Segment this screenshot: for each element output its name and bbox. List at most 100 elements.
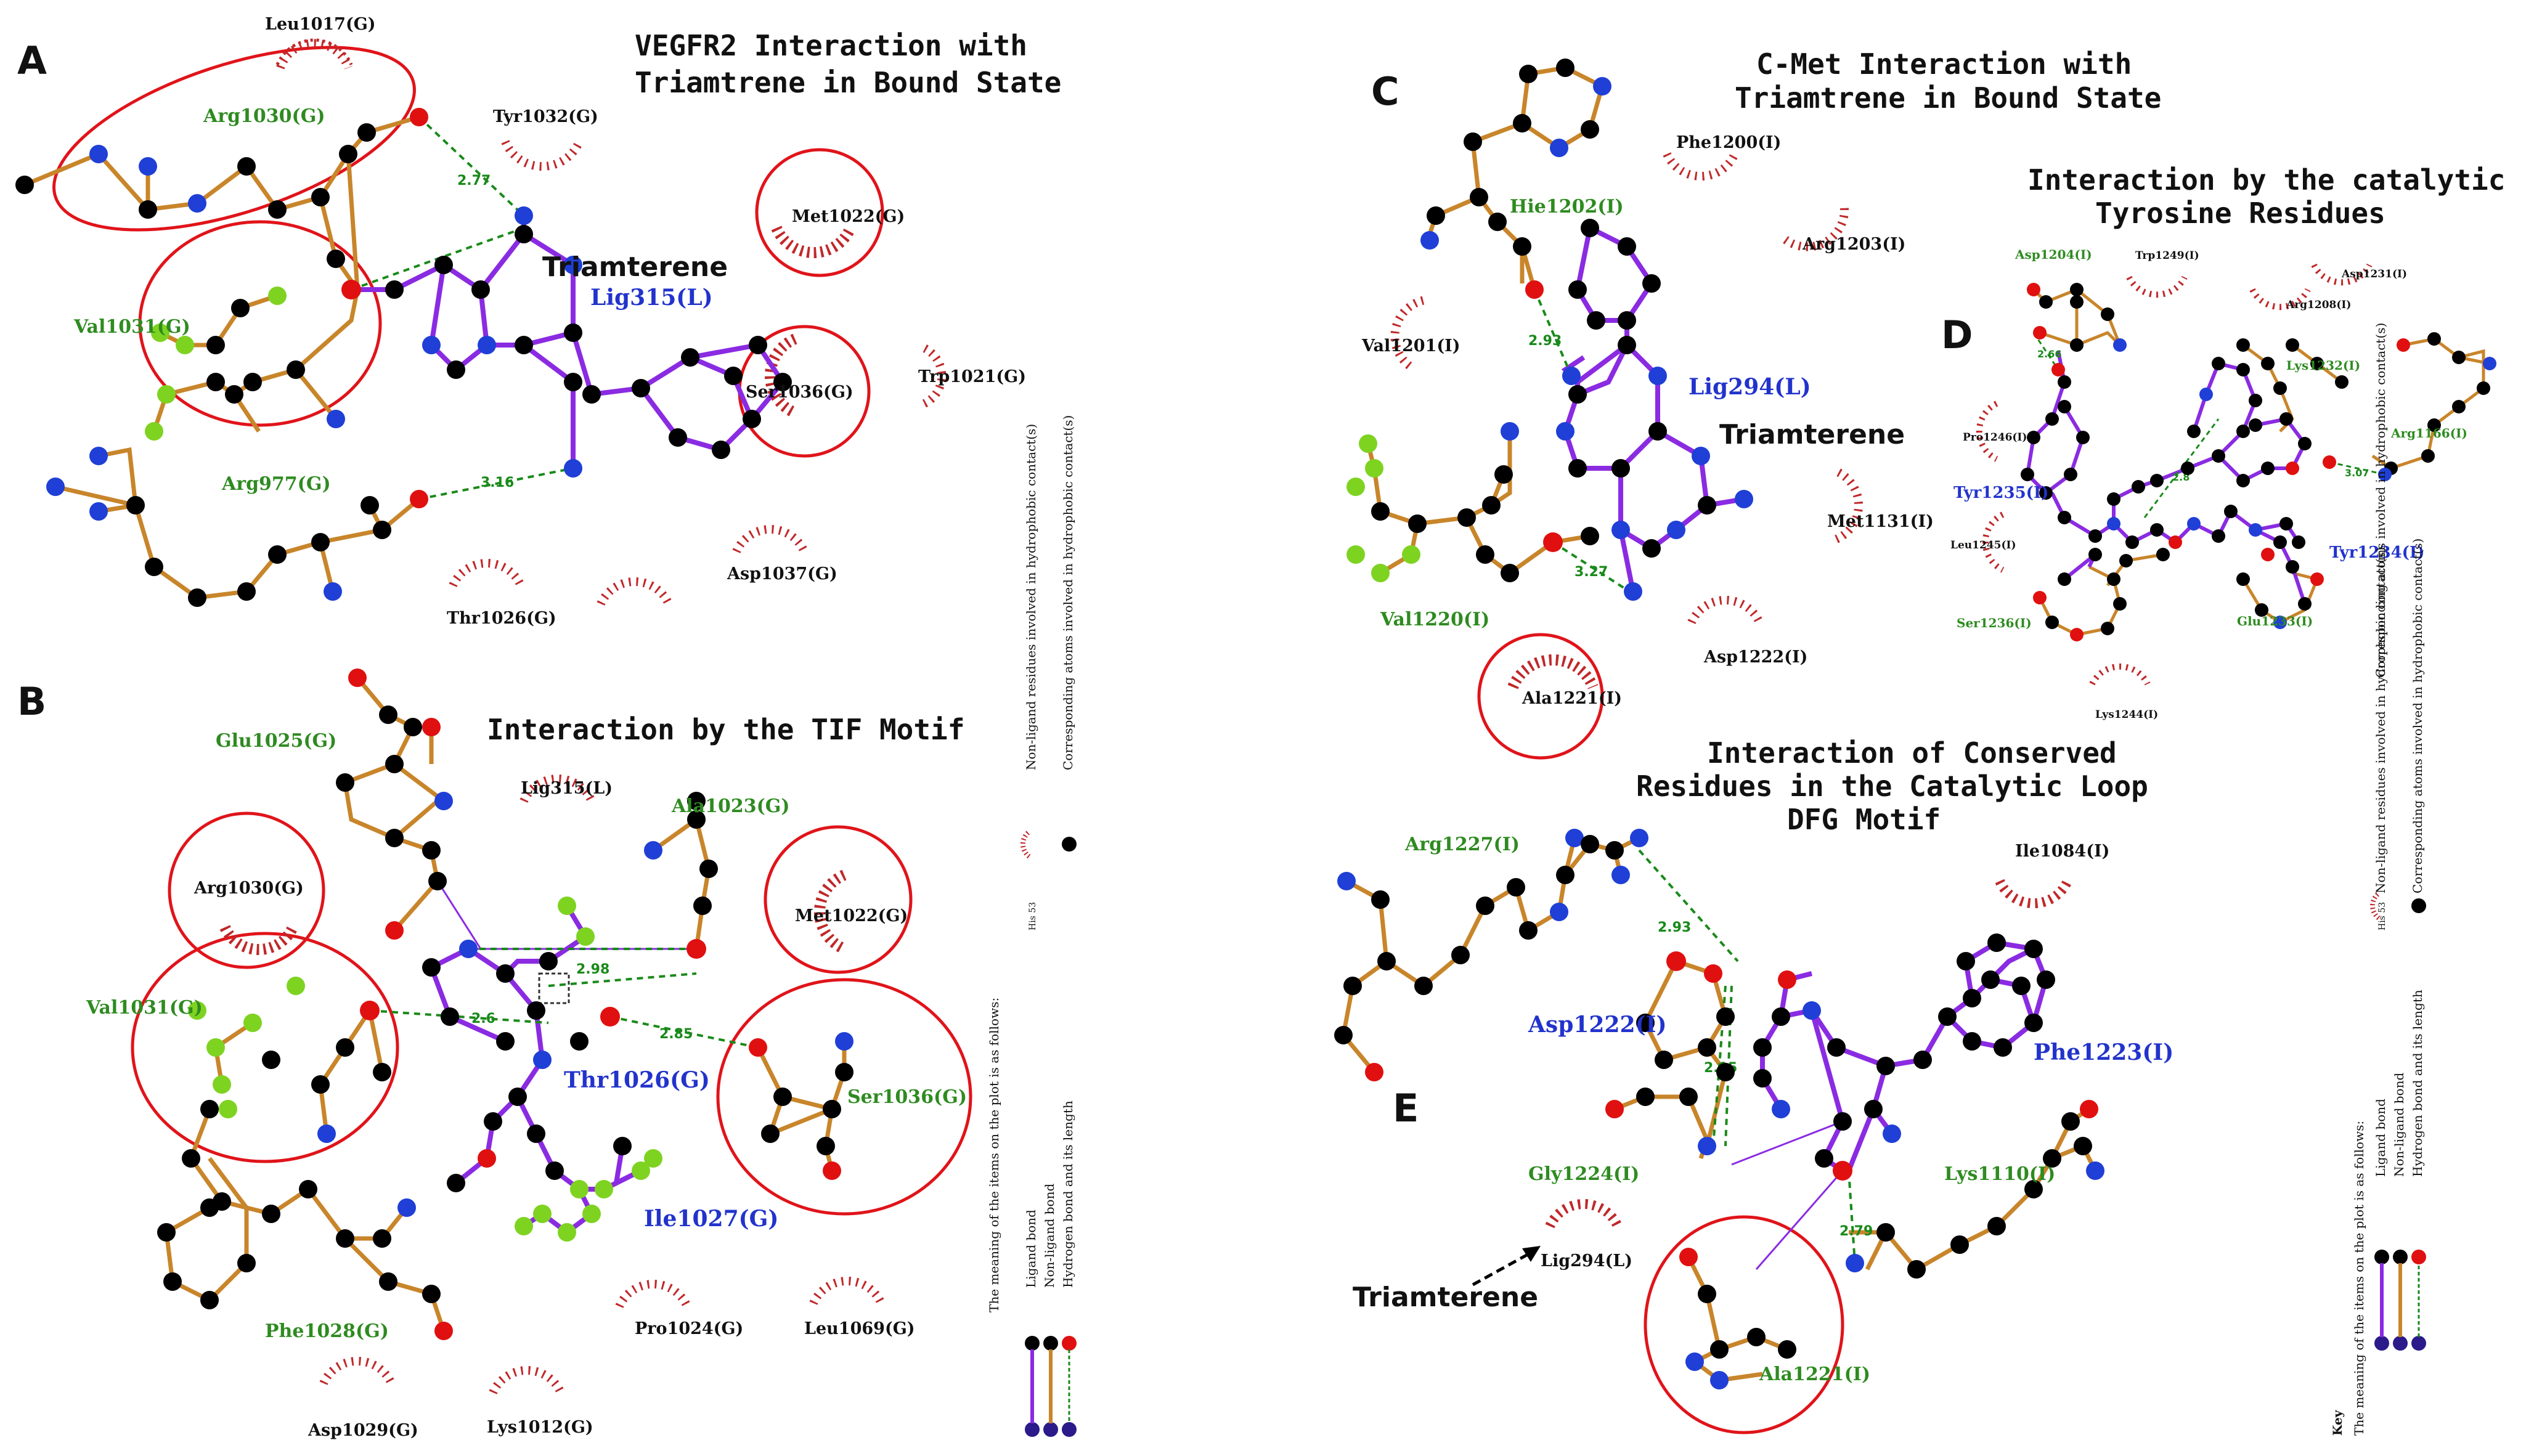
hbond-distance: 2.77 bbox=[457, 173, 491, 189]
panel-e-title-line3: DFG Motif bbox=[1787, 803, 1941, 836]
highlight-circle bbox=[1644, 1215, 1844, 1434]
overlap-box bbox=[538, 972, 570, 1004]
highlight-circle bbox=[755, 148, 884, 277]
hydrophobic-arc bbox=[1687, 595, 1764, 625]
panel-c: C C-Met Interaction with Triamtrene in B… bbox=[1346, 47, 2161, 760]
highlight-circle bbox=[716, 978, 972, 1216]
residue-label: Gly1224(I) bbox=[1528, 1163, 1639, 1185]
hbond-distance: 3.07 bbox=[2345, 467, 2369, 479]
legend-hydrophobic-residue: Non-ligand residues involved in hydropho… bbox=[1024, 424, 1038, 770]
hydrophobic-arc bbox=[732, 524, 809, 554]
residue-label: Arg1030(G) bbox=[194, 879, 304, 898]
legend-heading: The meaning of the items on the plot is … bbox=[2352, 1121, 2366, 1436]
legend-non-ligand-bond: Non-ligand bond bbox=[1042, 1184, 1057, 1288]
ligand-name: Triamterene bbox=[1719, 419, 1905, 450]
hydrophobic-arc bbox=[597, 577, 673, 606]
residue-label: Glu1233(I) bbox=[2237, 614, 2313, 628]
atoms bbox=[2021, 283, 2496, 641]
highlight-circle bbox=[764, 825, 913, 974]
residue-label: Asp1222(I) bbox=[1528, 1012, 1666, 1038]
panel-b-letter: B bbox=[17, 679, 46, 724]
legend-non-ligand-bond: Non-ligand bond bbox=[2392, 1073, 2406, 1177]
residue-label: Pro1024(G) bbox=[635, 1319, 743, 1338]
hydrophobic-arc bbox=[615, 1279, 691, 1309]
atoms bbox=[157, 669, 853, 1340]
hbond-distance: 2.93 bbox=[1528, 333, 1562, 349]
legend-hydrophobic-atoms: Corresponding atoms involved in hydropho… bbox=[2410, 539, 2425, 893]
residue-label: Ala1221(I) bbox=[1759, 1364, 1870, 1385]
residue-label: Asp1037(G) bbox=[727, 564, 837, 584]
residue-label: Arg1203(I) bbox=[1802, 235, 1905, 254]
ligand-id: Lig315(L) bbox=[590, 285, 713, 311]
panel-a-letter: A bbox=[17, 38, 47, 83]
atoms bbox=[15, 108, 792, 607]
residue-label: Leu1245(I) bbox=[1950, 539, 2016, 551]
residue-label: Val1220(I) bbox=[1380, 609, 1489, 630]
residue-label: Glu1025(G) bbox=[216, 730, 336, 752]
residue-label: Asp1231(I) bbox=[2341, 268, 2407, 280]
panel-e-title-line1: Interaction of Conserved bbox=[1707, 736, 2117, 770]
panel-c-title-line1: C-Met Interaction with bbox=[1756, 47, 2132, 81]
hydrophobic-arc bbox=[1507, 654, 1599, 689]
atoms bbox=[1334, 829, 2104, 1389]
hbond-distance: 2.66 bbox=[2037, 348, 2061, 360]
residue-label: Met1022(G) bbox=[795, 906, 908, 925]
highlight-circle bbox=[138, 220, 382, 427]
hbond-distance: 2.6 bbox=[471, 1011, 495, 1027]
residue-label: Met1131(I) bbox=[1827, 512, 1934, 531]
residue-label: Lig315(L) bbox=[521, 779, 613, 798]
highlight-circle bbox=[52, 46, 416, 232]
ligand-name: Triamterene bbox=[1353, 1282, 1538, 1313]
residue-label: Arg1166(I) bbox=[2390, 426, 2467, 441]
legend-example-residue: His 53 bbox=[1028, 902, 1038, 930]
residue-label: Ala1023(G) bbox=[671, 795, 790, 817]
highlight-circle bbox=[1477, 633, 1604, 760]
residue-label: Arg1208(I) bbox=[2286, 299, 2351, 311]
panel-a-title-line2: Triamtrene in Bound State bbox=[635, 66, 1061, 99]
hydrophobic-arc bbox=[501, 140, 584, 171]
hydrophobic-arc bbox=[1976, 401, 1998, 462]
panel-d-title-line1: Interaction by the catalytic bbox=[2027, 163, 2505, 197]
residue-label: Arg1030(G) bbox=[203, 105, 325, 127]
residue-label: Ser1036(G) bbox=[847, 1086, 967, 1108]
hbond-distance: 3.27 bbox=[1574, 564, 1608, 580]
legend-hbond: Hydrogen bond and its length bbox=[2410, 990, 2425, 1177]
hydrophobic-arc bbox=[809, 1276, 886, 1306]
panel-d-letter: D bbox=[1941, 312, 1973, 357]
panel-b: B Interaction by the TIF Motif bbox=[17, 669, 972, 1440]
residue-label: Arg1227(I) bbox=[1404, 834, 1520, 855]
panel-c-letter: C bbox=[1371, 69, 1399, 114]
residue-label: Tyr1235(I) bbox=[1953, 484, 2048, 502]
legend-right: Key The meaning of the items on the plot… bbox=[2330, 539, 2426, 1436]
residue-label: Trp1249(I) bbox=[2135, 250, 2199, 262]
hbond-distance: 2.79 bbox=[1839, 1224, 1873, 1239]
residue-label: Val1201(I) bbox=[1361, 336, 1460, 356]
hydrophobic-arc bbox=[1390, 296, 1425, 371]
residue-label: Lys1110(I) bbox=[1944, 1163, 2055, 1185]
atoms bbox=[1346, 59, 1753, 601]
residue-label: Hie1202(I) bbox=[1510, 196, 1624, 218]
ligand-pointer-arrow bbox=[1472, 1249, 1536, 1287]
panel-e-letter: E bbox=[1393, 1086, 1419, 1131]
panel-e-title-line2: Residues in the Catalytic Loop bbox=[1636, 770, 2148, 803]
highlight-circle bbox=[131, 932, 399, 1163]
hbond-distance: 3.16 bbox=[481, 475, 514, 490]
residue-label: Asp1222(I) bbox=[1703, 648, 1807, 667]
residue-label: Thr1026(G) bbox=[447, 609, 556, 628]
legend-example-residue: His 53 bbox=[2377, 902, 2387, 930]
hydrophobic-arc bbox=[2249, 288, 2311, 311]
hydrophobic-arc bbox=[2089, 663, 2151, 686]
residue-label: Arg977(G) bbox=[221, 473, 331, 495]
residue-label: Lys1012(G) bbox=[487, 1418, 593, 1437]
residue-label: Ile1027(G) bbox=[644, 1206, 778, 1232]
residue-label: Ser1036(G) bbox=[746, 383, 853, 402]
hydrophobic-arc bbox=[2126, 275, 2188, 298]
hydrophobic-arc bbox=[1995, 879, 2072, 909]
panel-d: D Interaction by the catalytic Tyrosine … bbox=[1941, 163, 2505, 721]
ligand-id: Lig294(L) bbox=[1541, 1251, 1632, 1271]
residue-label: Leu1017(G) bbox=[265, 15, 376, 34]
residue-label: Phe1028(G) bbox=[265, 1320, 389, 1342]
ligand-id: Lig294(L) bbox=[1689, 374, 1811, 400]
residue-label: Asp1029(G) bbox=[308, 1421, 418, 1440]
